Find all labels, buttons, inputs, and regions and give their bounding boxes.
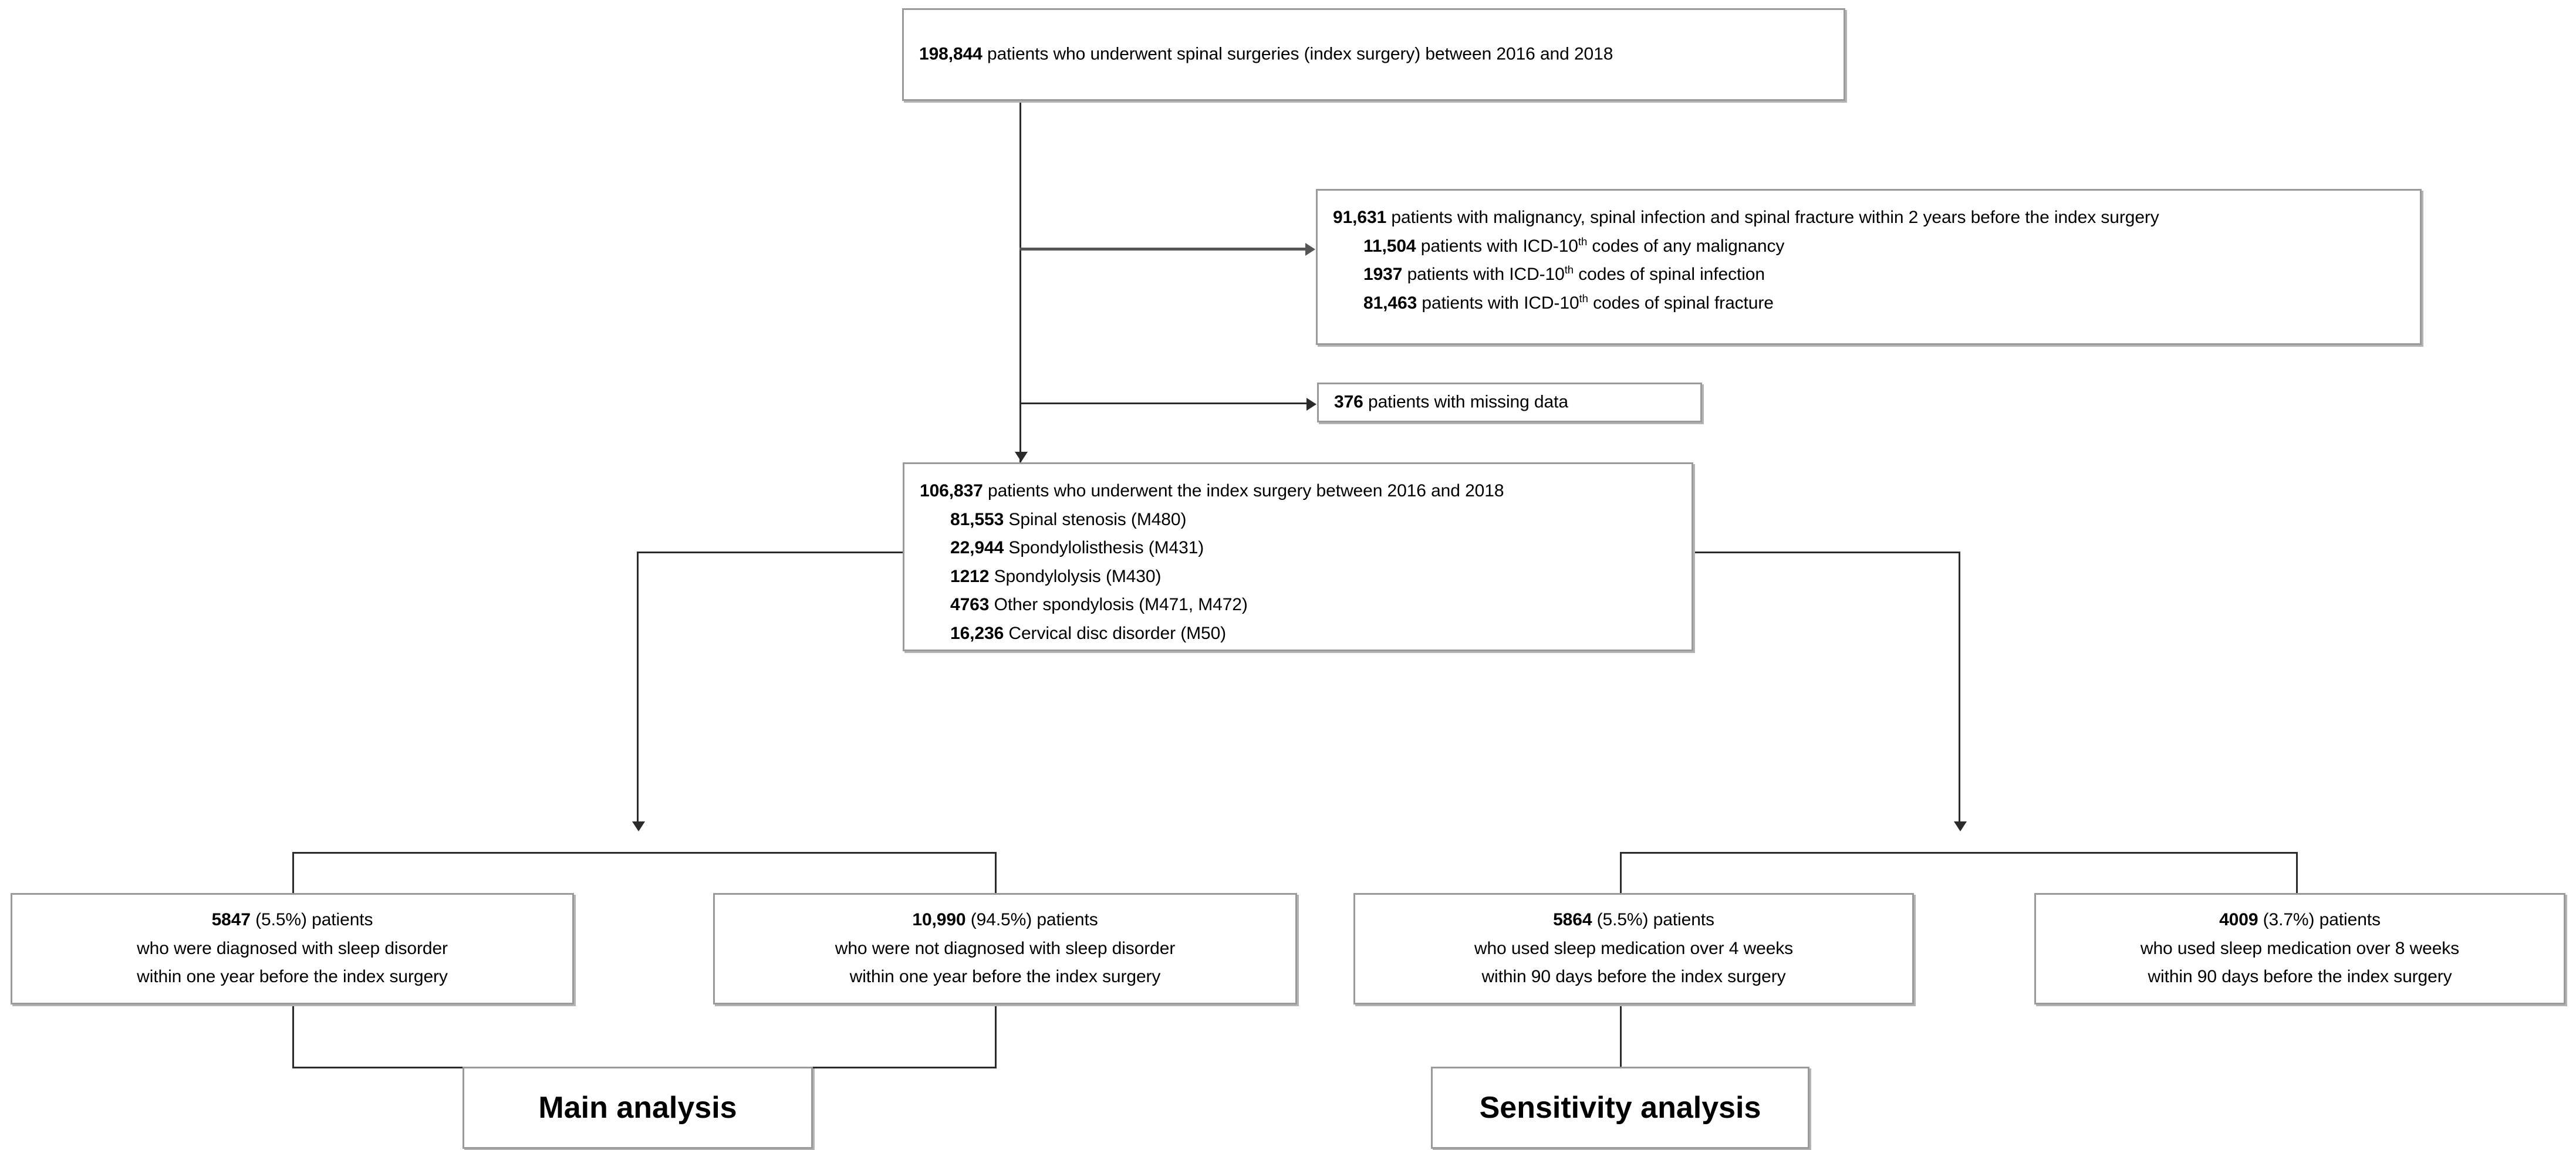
study-cohort-item-spondylolisthesis: 22,944 Spondylolisthesis (M431) bbox=[920, 534, 1676, 563]
sensitivity-split-bracket-right-leg bbox=[2296, 852, 2298, 894]
sens-8weeks-count-line: 4009 (3.7%) patients bbox=[2051, 906, 2548, 935]
node-main-exposed: 5847 (5.5%) patients who were diagnosed … bbox=[11, 893, 574, 1004]
exclusion-item-post: codes of spinal infection bbox=[1574, 265, 1765, 285]
main-exposed-line2: who were diagnosed with sleep disorder bbox=[137, 938, 448, 958]
exclusion-item-count: 11,504 bbox=[1363, 236, 1416, 256]
sens-4weeks-line2: who used sleep medication over 4 weeks bbox=[1474, 938, 1794, 958]
node-sensitivity-8weeks: 4009 (3.7%) patients who used sleep medi… bbox=[2034, 893, 2565, 1004]
diagnosis-count: 22,944 bbox=[950, 538, 1004, 558]
node-exclusion-missing: 376 patients with missing data bbox=[1317, 383, 1702, 422]
main-exposed-pct: (5.5%) patients bbox=[250, 910, 373, 930]
study-cohort-description: patients who underwent the index surgery… bbox=[983, 481, 1504, 500]
node-exclusion-clinical: 91,631 patients with malignancy, spinal … bbox=[1316, 189, 2422, 345]
diagnosis-label: Spondylolysis (M430) bbox=[989, 566, 1162, 586]
sens-8weeks-line2: who used sleep medication over 8 weeks bbox=[2140, 938, 2460, 958]
study-cohort-item-stenosis: 81,553 Spinal stenosis (M480) bbox=[920, 506, 1676, 535]
left-branch-arrowhead bbox=[632, 821, 645, 831]
main-unexposed-line3: within one year before the index surgery bbox=[849, 967, 1161, 987]
main-unexposed-count: 10,990 bbox=[912, 910, 966, 930]
left-branch-horizontal bbox=[637, 552, 907, 553]
right-branch-vertical bbox=[1959, 552, 1960, 827]
sens-4weeks-count-line: 5864 (5.5%) patients bbox=[1370, 906, 1897, 935]
sensitivity-split-bracket-left-leg bbox=[1620, 852, 1622, 894]
sensitivity-analysis-connector bbox=[1620, 1003, 1622, 1068]
sens-4weeks-count: 5864 bbox=[1553, 910, 1592, 930]
source-cohort-count: 198,844 bbox=[919, 44, 983, 64]
node-main-analysis: Main analysis bbox=[462, 1067, 813, 1149]
study-cohort-item-other-spondylosis: 4763 Other spondylosis (M471, M472) bbox=[920, 591, 1676, 620]
exclusion-clinical-item-fracture: 81,463 patients with ICD-10th codes of s… bbox=[1333, 289, 2405, 318]
trunk-vertical-line bbox=[1019, 101, 1021, 465]
main-split-bracket-top bbox=[292, 852, 997, 854]
main-exposed-line3: within one year before the index surgery bbox=[137, 967, 448, 987]
exclusion-item-count: 1937 bbox=[1363, 265, 1403, 285]
exclusion-clinical-description: patients with malignancy, spinal infecti… bbox=[1386, 208, 2159, 227]
main-split-bracket-right-leg bbox=[995, 852, 997, 894]
exclusion-clinical-item-infection: 1937 patients with ICD-10th codes of spi… bbox=[1333, 261, 2405, 289]
diagnosis-count: 4763 bbox=[950, 595, 990, 615]
diagnosis-count: 16,236 bbox=[950, 623, 1004, 643]
sens-8weeks-pct: (3.7%) patients bbox=[2258, 910, 2381, 930]
exclusion-item-count: 81,463 bbox=[1363, 293, 1417, 313]
diagnosis-label: Spinal stenosis (M480) bbox=[1004, 509, 1187, 529]
study-cohort-item-cervical-disc: 16,236 Cervical disc disorder (M50) bbox=[920, 620, 1676, 648]
main-unexposed-count-line: 10,990 (94.5%) patients bbox=[730, 906, 1280, 935]
exclusion-item-pre: patients with ICD-10 bbox=[1416, 236, 1578, 256]
diagnosis-count: 1212 bbox=[950, 566, 990, 586]
study-cohort-item-spondylolysis: 1212 Spondylolysis (M430) bbox=[920, 563, 1676, 591]
node-sensitivity-analysis: Sensitivity analysis bbox=[1431, 1067, 1809, 1149]
main-merge-bracket-right-leg bbox=[995, 1003, 997, 1068]
study-cohort-headline: 106,837 patients who underwent the index… bbox=[920, 477, 1676, 506]
left-branch-vertical bbox=[637, 552, 639, 827]
ordinal-suffix: th bbox=[1564, 263, 1574, 276]
sens-8weeks-count: 4009 bbox=[2219, 910, 2258, 930]
exclusion-item-post: codes of spinal fracture bbox=[1588, 293, 1774, 313]
right-branch-arrowhead bbox=[1954, 821, 1967, 831]
exclusion-missing-count: 376 bbox=[1334, 392, 1363, 412]
exclusion-clinical-connector bbox=[1019, 248, 1307, 251]
main-split-bracket-left-leg bbox=[292, 852, 294, 894]
trunk-arrow-into-study-cohort bbox=[1015, 452, 1028, 462]
exclusion-item-pre: patients with ICD-10 bbox=[1417, 293, 1579, 313]
sensitivity-analysis-label: Sensitivity analysis bbox=[1479, 1090, 1761, 1125]
sensitivity-split-bracket-top bbox=[1620, 852, 2298, 854]
right-branch-horizontal bbox=[1690, 552, 1960, 553]
sens-8weeks-line3: within 90 days before the index surgery bbox=[2148, 967, 2452, 987]
node-main-unexposed: 10,990 (94.5%) patients who were not dia… bbox=[713, 893, 1297, 1004]
source-cohort-text: 198,844 patients who underwent spinal su… bbox=[919, 40, 1828, 69]
exclusion-missing-text: 376 patients with missing data bbox=[1334, 388, 1685, 417]
diagnosis-count: 81,553 bbox=[950, 509, 1004, 529]
node-sensitivity-4weeks: 5864 (5.5%) patients who used sleep medi… bbox=[1353, 893, 1914, 1004]
main-unexposed-line2: who were not diagnosed with sleep disord… bbox=[835, 938, 1176, 958]
exclusion-clinical-headline: 91,631 patients with malignancy, spinal … bbox=[1333, 204, 2405, 232]
study-cohort-count: 106,837 bbox=[920, 481, 983, 500]
exclusion-missing-connector bbox=[1019, 402, 1308, 404]
main-exposed-count-line: 5847 (5.5%) patients bbox=[28, 906, 557, 935]
node-study-cohort: 106,837 patients who underwent the index… bbox=[903, 462, 1693, 651]
node-source-cohort: 198,844 patients who underwent spinal su… bbox=[902, 8, 1845, 101]
ordinal-suffix: th bbox=[1579, 292, 1588, 305]
main-analysis-label: Main analysis bbox=[538, 1090, 737, 1125]
diagnosis-label: Other spondylosis (M471, M472) bbox=[989, 595, 1248, 615]
exclusion-clinical-count: 91,631 bbox=[1333, 208, 1387, 227]
exclusion-clinical-item-malignancy: 11,504 patients with ICD-10th codes of a… bbox=[1333, 232, 2405, 261]
exclusion-missing-arrowhead bbox=[1306, 398, 1316, 411]
main-unexposed-pct: (94.5%) patients bbox=[965, 910, 1098, 930]
exclusion-missing-description: patients with missing data bbox=[1363, 392, 1568, 412]
sens-4weeks-pct: (5.5%) patients bbox=[1592, 910, 1714, 930]
source-cohort-description: patients who underwent spinal surgeries … bbox=[982, 44, 1613, 64]
main-exposed-count: 5847 bbox=[211, 910, 251, 930]
main-merge-bracket-left-leg bbox=[292, 1003, 294, 1068]
ordinal-suffix: th bbox=[1578, 235, 1588, 248]
exclusion-clinical-arrowhead bbox=[1305, 243, 1315, 256]
sens-4weeks-line3: within 90 days before the index surgery bbox=[1481, 967, 1786, 987]
diagnosis-label: Cervical disc disorder (M50) bbox=[1004, 623, 1227, 643]
exclusion-item-post: codes of any malignancy bbox=[1587, 236, 1785, 256]
exclusion-item-pre: patients with ICD-10 bbox=[1402, 265, 1565, 285]
diagnosis-label: Spondylolisthesis (M431) bbox=[1004, 538, 1204, 558]
